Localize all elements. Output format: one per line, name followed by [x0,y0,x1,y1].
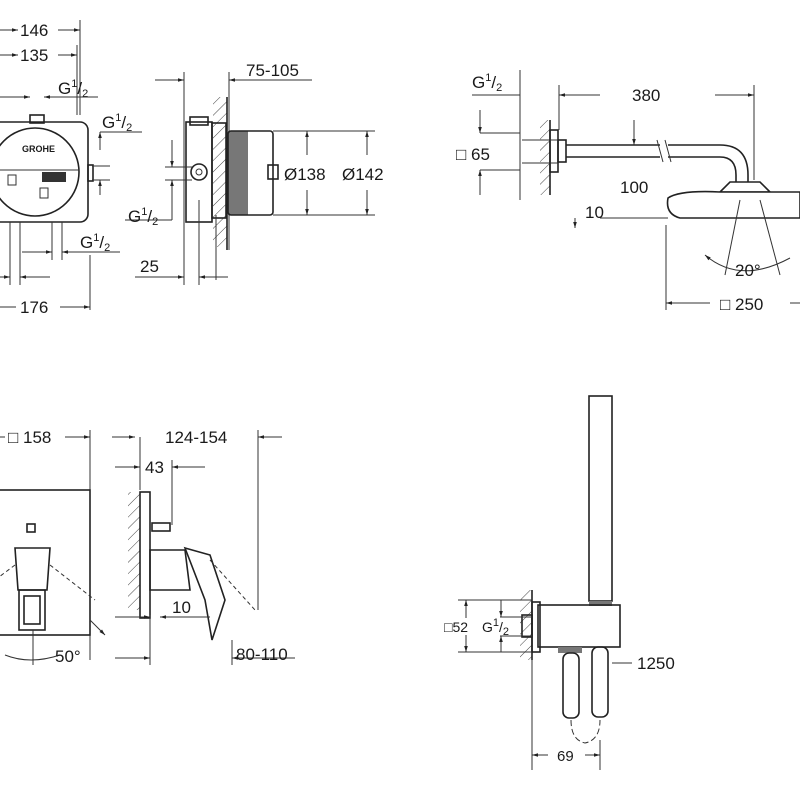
dim-offset: 25 [140,257,159,276]
g-thread-label-side: G1/2 [102,112,132,134]
dim-outlet-size: □52 [444,619,468,635]
dim-head-size: □ 250 [720,295,763,314]
dim-diameter-outer: Ø142 [342,165,384,184]
g-thread-label-top: G1/2 [58,78,88,100]
grohe-logo: GROHE [22,144,55,154]
mixer-trim-front-view: □ 158 50° [0,428,106,666]
dim-depth: 75-105 [246,61,299,80]
head-shower-side-view: G1/2 □ 65 380 100 10 20° □ 250 [456,70,800,314]
dim-width-total: 176 [20,298,48,317]
g-thread-label-bottom: G1/2 [80,232,110,254]
rough-in-box-front-view: 146 135 G1/2 GROHE G1/2 G1/2 [0,20,142,317]
dim-depth-range: 124-154 [165,428,227,447]
g-thread-label-head: G1/2 [472,72,502,94]
g-thread-label-side-view: G1/2 [128,206,158,228]
dim-arm-length: 380 [632,86,660,105]
hand-shower-side-view: 1250 □52 G1/2 69 [444,395,675,770]
mixer-trim-side-view: 124-154 43 10 80-110 [112,428,295,665]
dim-drop: 100 [620,178,648,197]
dim-diameter-inner: Ø138 [284,165,326,184]
dim-gap: 10 [585,203,604,222]
dim-lever-depth: 43 [145,458,164,477]
dim-hose-length: 1250 [637,654,675,673]
dim-rotation: 50° [55,647,81,666]
dim-angle: 20° [735,261,761,280]
dim-flange: □ 65 [456,145,490,164]
dim-plate-offset: 10 [172,598,191,617]
rough-in-box-side-view: 75-105 G1/2 Ø138 Ø142 25 [125,61,384,285]
dim-projection: 69 [557,748,574,765]
dim-width-outer: 146 [20,21,48,40]
dim-wall-range: 80-110 [236,645,288,664]
dim-plate-size: □ 158 [8,428,51,447]
dim-width-inner: 135 [20,46,48,65]
g-thread-label-hand: G1/2 [482,617,509,638]
